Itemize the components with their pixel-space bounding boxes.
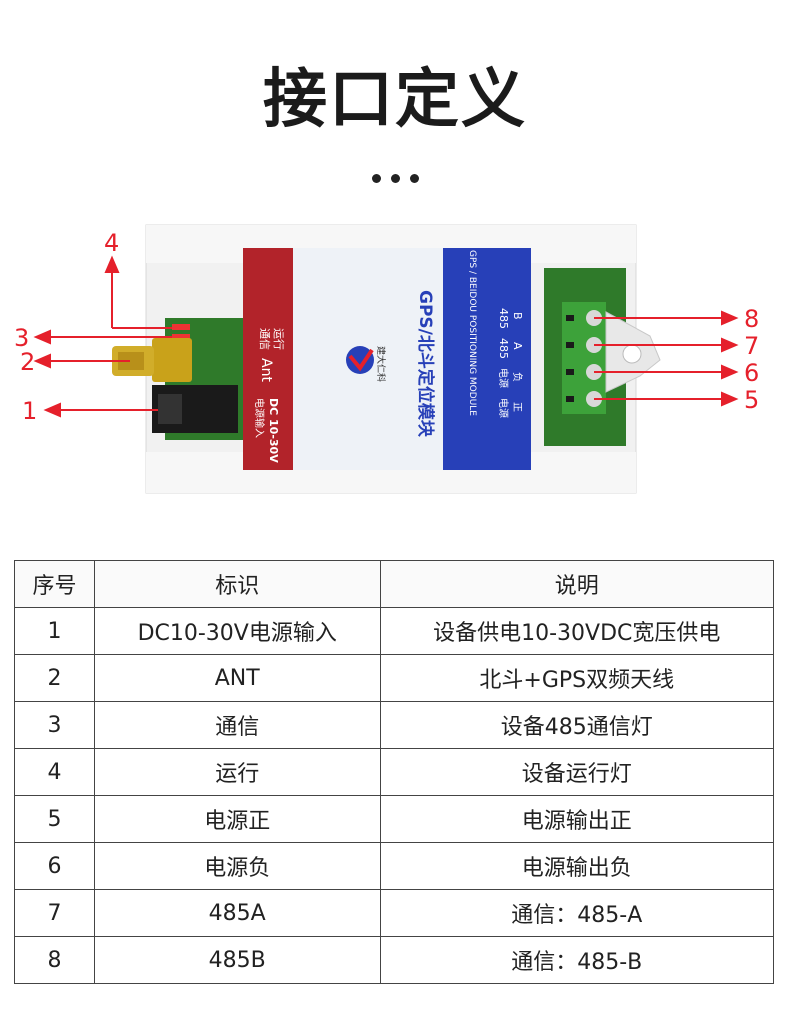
page-title: 接口定义 xyxy=(263,63,527,137)
cell-description: 设备供电10-30VDC宽压供电 xyxy=(379,607,775,655)
callout-arrow-4 xyxy=(104,255,120,273)
callout-arrow-5 xyxy=(721,391,739,407)
cell-description: 通信：485-A xyxy=(379,889,775,937)
cell-label: DC10-30V电源输入 xyxy=(93,607,381,655)
callout-arrow-1 xyxy=(43,402,61,418)
callout-2: 2 xyxy=(20,348,35,376)
table-row: 4 运行 设备运行灯 xyxy=(14,748,775,796)
cell-description: 设备运行灯 xyxy=(379,748,775,796)
device-diagram: 运行 通信 Ant DC 10-30V 电源输入 建大仁科 GPS/北斗定位模块… xyxy=(14,224,759,494)
label-b: B xyxy=(511,312,524,320)
interface-table: 序号 标识 说明 1 DC10-30V电源输入 设备供电10-30VDC宽压供电… xyxy=(14,560,775,984)
label-power: DC 10-30V xyxy=(267,398,280,463)
brand-name: 建大仁科 xyxy=(375,346,387,382)
cell-label: 电源正 xyxy=(93,795,381,843)
header-description: 说明 xyxy=(379,560,775,608)
header-label: 标识 xyxy=(93,560,381,608)
comm-led xyxy=(172,334,190,340)
cell-description: 北斗+GPS双频天线 xyxy=(379,654,775,702)
dc-jack-opening xyxy=(158,394,182,424)
brand-logo-mark xyxy=(348,348,374,372)
cell-index: 6 xyxy=(14,842,95,890)
callout-8: 8 xyxy=(744,305,759,333)
callout-1: 1 xyxy=(22,397,37,425)
module-name-cn: GPS/北斗定位模块 xyxy=(415,290,436,438)
run-led xyxy=(172,324,190,330)
antenna-connector-tip xyxy=(118,352,144,370)
antenna-connector-nut xyxy=(152,338,192,382)
terminal-slot-5 xyxy=(566,396,574,402)
label-neg-1: 电源 xyxy=(497,368,510,388)
label-pos-1: 电源 xyxy=(497,398,510,418)
label-run: 运行 xyxy=(272,328,285,350)
terminal-slot-8 xyxy=(566,315,574,321)
cell-label: 485A xyxy=(93,889,381,937)
label-a: A xyxy=(511,342,524,350)
cell-index: 2 xyxy=(14,654,95,702)
cell-index: 5 xyxy=(14,795,95,843)
brand-logo xyxy=(346,346,374,374)
label-power-input: 电源输入 xyxy=(253,398,266,438)
cell-index: 3 xyxy=(14,701,95,749)
label-485-a: 485 xyxy=(497,338,510,359)
cell-label: 运行 xyxy=(93,748,381,796)
cell-label: ANT xyxy=(93,654,381,702)
terminal-slot-7 xyxy=(566,342,574,348)
callout-6: 6 xyxy=(744,359,759,387)
blue-panel xyxy=(443,248,531,470)
cell-index: 4 xyxy=(14,748,95,796)
table-row: 1 DC10-30V电源输入 设备供电10-30VDC宽压供电 xyxy=(14,607,775,655)
table-row: 3 通信 设备485通信灯 xyxy=(14,701,775,749)
callout-arrow-2 xyxy=(33,353,51,369)
label-comm: 通信 xyxy=(258,328,271,350)
callout-arrow-8 xyxy=(721,310,739,326)
cell-description: 电源输出负 xyxy=(379,842,775,890)
terminal-slot-6 xyxy=(566,369,574,375)
callout-5: 5 xyxy=(744,386,759,414)
callout-3: 3 xyxy=(14,324,29,352)
callout-4: 4 xyxy=(104,229,119,257)
cell-description: 电源输出正 xyxy=(379,795,775,843)
table-row: 6 电源负 电源输出负 xyxy=(14,842,775,890)
mounting-hole xyxy=(622,344,642,364)
cell-index: 8 xyxy=(14,936,95,984)
table-row: 5 电源正 电源输出正 xyxy=(14,795,775,843)
header-index: 序号 xyxy=(14,560,95,608)
cell-index: 1 xyxy=(14,607,95,655)
cell-description: 通信：485-B xyxy=(379,936,775,984)
table-header-row: 序号 标识 说明 xyxy=(14,560,775,608)
cell-label: 电源负 xyxy=(93,842,381,890)
ellipsis-divider xyxy=(0,168,790,187)
label-pos-2: 正 xyxy=(511,402,522,412)
cell-label: 通信 xyxy=(93,701,381,749)
table-row: 8 485B 通信：485-B xyxy=(14,936,775,984)
label-neg-2: 负 xyxy=(511,372,524,382)
callout-arrow-7 xyxy=(721,337,739,353)
module-name-en: GPS / BEIDOU POSITIONING MODULE xyxy=(467,250,477,416)
cell-label: 485B xyxy=(93,936,381,984)
cell-index: 7 xyxy=(14,889,95,937)
table-row: 2 ANT 北斗+GPS双频天线 xyxy=(14,654,775,702)
callout-7: 7 xyxy=(744,332,759,360)
cell-description: 设备485通信灯 xyxy=(379,701,775,749)
label-ant: Ant xyxy=(258,358,274,382)
label-485-b: 485 xyxy=(497,308,510,329)
table-row: 7 485A 通信：485-A xyxy=(14,889,775,937)
callout-arrow-6 xyxy=(721,364,739,380)
callout-arrow-3 xyxy=(33,329,51,345)
red-panel xyxy=(243,248,293,470)
